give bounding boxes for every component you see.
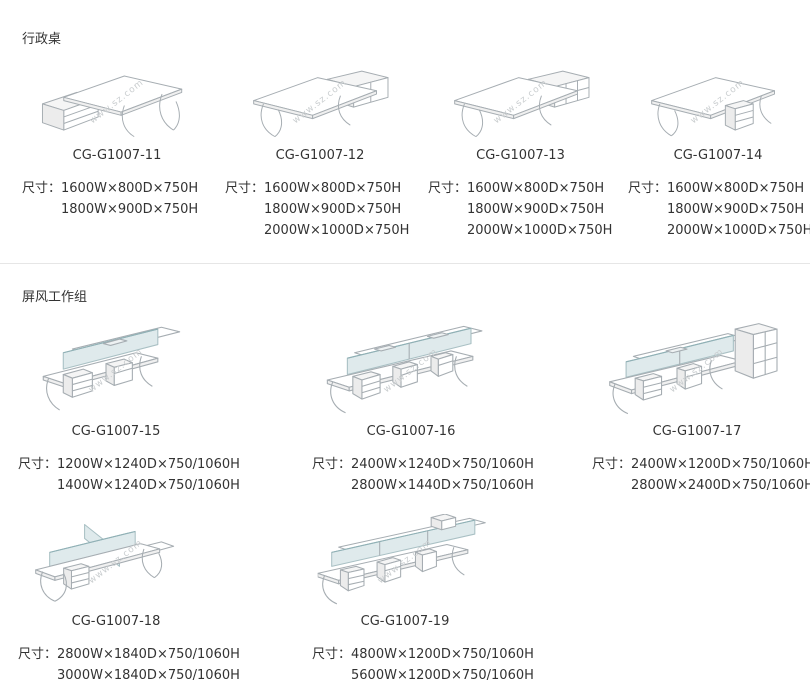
product-sizes: 尺寸： 2400W×1200D×750/1060H 2800W×2400D×75…	[592, 454, 810, 496]
section-divider	[0, 263, 810, 264]
product-name: CG-G1007-16	[366, 424, 456, 439]
product-card: www.sz.com CG-G1007-15 尺寸： 1200W×1240D×7…	[18, 318, 240, 496]
size-label: 尺寸：	[225, 181, 265, 196]
size-label: 尺寸：	[22, 181, 62, 196]
size-value: 5600W×1200D×750/1060H	[351, 668, 534, 683]
size-value: 1800W×900D×750H	[264, 202, 402, 217]
size-value: 1800W×900D×750H	[667, 202, 805, 217]
product-figure: www.sz.com	[22, 56, 212, 144]
product-figure: www.sz.com	[18, 318, 214, 420]
product-figure: www.sz.com	[428, 56, 613, 144]
desk-illustration	[235, 58, 405, 144]
size-value: 2400W×1240D×750/1060H	[351, 457, 534, 472]
size-value: 1400W×1240D×750/1060H	[57, 478, 240, 493]
size-value: 2000W×1000D×750H	[264, 223, 410, 238]
product-name: CG-G1007-12	[275, 148, 365, 163]
section-title-screen-workstations: 屏风工作组	[22, 290, 88, 305]
size-label: 尺寸：	[628, 181, 668, 196]
product-name: CG-G1007-11	[72, 148, 162, 163]
size-value: 4800W×1200D×750/1060H	[351, 647, 534, 662]
size-value: 2800W×1840D×750/1060H	[57, 647, 240, 662]
product-figure: www.sz.com	[592, 318, 802, 420]
product-card: www.sz.com CG-G1007-11 尺寸： 1600W×800D×75…	[22, 56, 212, 220]
product-name: CG-G1007-14	[673, 148, 763, 163]
product-sizes: 尺寸： 1600W×800D×750H 1800W×900D×750H 2000…	[428, 178, 613, 241]
workstation-illustration	[315, 514, 495, 610]
size-label: 尺寸：	[428, 181, 468, 196]
product-figure: www.sz.com	[628, 56, 808, 144]
workstation-illustration	[602, 320, 792, 420]
workstation-illustration	[21, 320, 211, 420]
product-name: CG-G1007-18	[71, 614, 161, 629]
size-value: 2400W×1200D×750/1060H	[631, 457, 810, 472]
size-value: 1800W×900D×750H	[467, 202, 605, 217]
product-sizes: 尺寸： 4800W×1200D×750/1060H 5600W×1200D×75…	[312, 644, 534, 686]
workstation-illustration	[26, 514, 206, 610]
product-name: CG-G1007-13	[476, 148, 565, 163]
product-sizes: 尺寸： 1600W×800D×750H 1800W×900D×750H 2000…	[628, 178, 810, 241]
size-value: 1200W×1240D×750/1060H	[57, 457, 240, 472]
size-value: 1600W×800D×750H	[467, 181, 605, 196]
size-value: 1600W×800D×750H	[667, 181, 805, 196]
product-name: CG-G1007-19	[360, 614, 450, 629]
section-title-executive-desks: 行政桌	[22, 32, 62, 47]
product-card: www.sz.com CG-G1007-17 尺寸： 2400W×1200D×7…	[592, 318, 810, 496]
product-name: CG-G1007-17	[652, 424, 742, 439]
product-figure: www.sz.com	[312, 318, 510, 420]
product-card: www.sz.com CG-G1007-18 尺寸： 2800W×1840D×7…	[18, 510, 240, 686]
product-sizes: 尺寸： 1600W×800D×750H 1800W×900D×750H	[22, 178, 212, 220]
product-card: www.sz.com CG-G1007-19 尺寸： 4800W×1200D×7…	[312, 510, 534, 686]
size-value: 2000W×1000D×750H	[667, 223, 810, 238]
product-figure: www.sz.com	[18, 510, 214, 610]
product-sizes: 尺寸： 1600W×800D×750H 1800W×900D×750H 2000…	[225, 178, 415, 241]
size-label: 尺寸：	[18, 647, 58, 662]
product-sizes: 尺寸： 2800W×1840D×750/1060H 3000W×1840D×75…	[18, 644, 240, 686]
product-card: www.sz.com CG-G1007-16 尺寸： 2400W×1240D×7…	[312, 318, 534, 496]
size-value: 2800W×1440D×750/1060H	[351, 478, 534, 493]
desk-illustration	[633, 58, 803, 144]
product-card: www.sz.com CG-G1007-14 尺寸： 1600W×800D×75…	[628, 56, 810, 241]
size-label: 尺寸：	[312, 457, 352, 472]
size-value: 1600W×800D×750H	[264, 181, 402, 196]
product-figure: www.sz.com	[225, 56, 415, 144]
size-label: 尺寸：	[592, 457, 632, 472]
size-value: 3000W×1840D×750/1060H	[57, 668, 240, 683]
size-value: 1800W×900D×750H	[61, 202, 199, 217]
desk-illustration	[436, 58, 606, 144]
size-label: 尺寸：	[18, 457, 58, 472]
desk-illustration	[32, 58, 202, 144]
size-label: 尺寸：	[312, 647, 352, 662]
product-card: www.sz.com CG-G1007-12 尺寸： 1600W×800D×75…	[225, 56, 415, 241]
product-sizes: 尺寸： 2400W×1240D×750/1060H 2800W×1440D×75…	[312, 454, 534, 496]
size-value: 2800W×2400D×750/1060H	[631, 478, 810, 493]
product-sizes: 尺寸： 1200W×1240D×750/1060H 1400W×1240D×75…	[18, 454, 240, 496]
product-card: www.sz.com CG-G1007-13 尺寸： 1600W×800D×75…	[428, 56, 613, 241]
product-figure: www.sz.com	[312, 510, 498, 610]
workstation-illustration	[316, 320, 506, 420]
size-value: 1600W×800D×750H	[61, 181, 199, 196]
size-value: 2000W×1000D×750H	[467, 223, 613, 238]
product-name: CG-G1007-15	[71, 424, 161, 439]
